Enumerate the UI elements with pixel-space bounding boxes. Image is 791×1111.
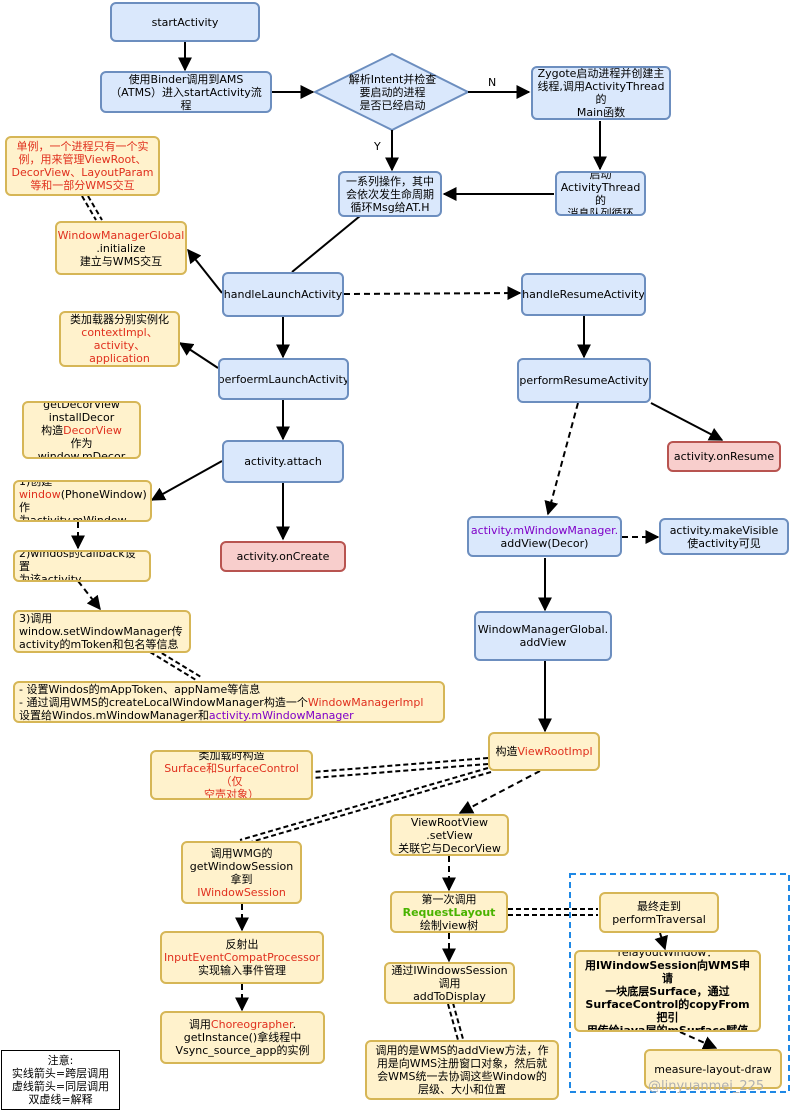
explain-display-b	[452, 1002, 464, 1040]
handle-resume-node: handleResumeActivity	[521, 273, 646, 316]
window-session-node: 调用WMG的 getWindowSession 拿到IWindowSession	[181, 841, 302, 904]
edge-perform-resume-to-onresume	[650, 402, 724, 441]
watermark: @linyuanmei_225	[648, 1079, 765, 1094]
perform-resume-node: performResumeActivity	[517, 358, 651, 403]
edge-relayout-to-measure	[679, 1031, 718, 1050]
edge-step2-to-step3	[77, 580, 101, 611]
step1-create-window: 1)创建 window(PhoneWindow)作 为activity.mWin…	[13, 480, 152, 522]
edge-label-no: N	[488, 76, 497, 89]
on-resume-node: activity.onResume	[667, 441, 781, 472]
traversal-group-frame	[569, 873, 790, 1093]
edge-traversal-to-relayout	[654, 932, 668, 951]
edge-handle-launch-to-wmg-init	[187, 248, 223, 294]
edge-label-yes: Y	[374, 140, 381, 153]
edge-attach-to-step1	[150, 460, 223, 501]
binder-ams-node: 使用Binder调用到AMS （ATMS）进入startActivity流程	[100, 71, 272, 113]
add-to-display-node: 通过IWindowsSession 调用 addToDisplay	[384, 962, 515, 1004]
perform-traversal-node: 最终走到 performTraversal	[599, 892, 719, 933]
explain-session-a	[239, 767, 489, 841]
explain-surface-a	[312, 757, 489, 773]
start-looper-node: 启动 ActivityThread的 消息队列循环	[555, 171, 646, 216]
on-create-node: activity.onCreate	[220, 541, 346, 572]
edge-vri-to-setview	[458, 770, 541, 814]
start-activity-node: startActivity	[110, 2, 260, 42]
edge-perform-launch-to-classloader	[178, 342, 219, 369]
explain-step3-a	[149, 651, 197, 681]
explain-surface-b	[312, 763, 489, 779]
explain-display-a	[447, 1003, 459, 1041]
step2-callback: 2)windos的callback设置 为该activity	[13, 550, 151, 582]
edge-perform-resume-to-addview	[544, 402, 579, 516]
choreographer-node: 调用Choreographer. getInstance()拿线程中 Vsync…	[160, 1011, 325, 1064]
view-root-impl-node: 构造ViewRootImpl	[488, 732, 600, 771]
edge-series-to-handle-launch	[291, 215, 361, 273]
legend-box: 注意: 实线箭头=跨层调用 虚线箭头=同层调用 双虚线=解释	[1, 1050, 120, 1110]
step3-set-window-manager: 3)调用 window.setWindowManager传 activity的m…	[13, 610, 191, 653]
decision-label: 解析Intent并检查 要启动的进程 是否已经启动	[348, 72, 437, 112]
explain-singleton-a	[81, 195, 97, 221]
perform-launch-node: perfoermLaunchActivity	[218, 358, 349, 400]
handle-launch-node: handleLaunchActivity	[222, 272, 344, 317]
wms-add-view-node: 调用的是WMS的addView方法，作 用是向WMS注册窗口对象，然后就 会WM…	[365, 1040, 559, 1100]
zygote-node: Zygote启动进程并创建主 线程,调用ActivityThread的 Main…	[531, 66, 671, 120]
measure-layout-draw-node: measure-layout-draw	[644, 1049, 782, 1089]
add-view-decor-node: activity.mWindowManager.addView(Decor)	[467, 516, 622, 557]
series-ops-node: 一系列操作，其中 会依次发生命周期 循环Msg给AT.H	[338, 171, 442, 217]
set-windows-explanation: - 设置Windos的mAppToken、appName等信息- 通过调用WMS…	[13, 681, 445, 723]
explain-step3-b	[154, 648, 202, 678]
make-visible-node: activity.makeVisible 使activity可见	[659, 518, 789, 555]
wmg-add-view-node: WindowManagerGlobal. addView	[474, 611, 612, 661]
explain-session-b	[243, 771, 492, 845]
edge-handle-launch-to-handle-resume	[343, 286, 522, 301]
relayout-window-node: relayoutWindow：用IWindowSession向WMS申请 一块底…	[574, 950, 761, 1032]
set-view-node: ViewRootView .setView 关联它与DecorView	[390, 814, 509, 856]
explain-singleton-b	[87, 195, 103, 221]
activity-attach-node: activity.attach	[222, 440, 344, 483]
input-event-processor-node: 反射出 InputEventCompatProcessor 实现输入事件管理	[160, 931, 324, 984]
request-layout-node: 第一次调用 RequestLayout 绘制view树	[390, 891, 508, 933]
singleton-note: 单例，一个进程只有一个实 例，用来管理ViewRoot、 DecorView、L…	[5, 136, 160, 196]
wmg-initialize-node: WindowManagerGlobal.initialize 建立与WMS交互	[55, 221, 187, 275]
